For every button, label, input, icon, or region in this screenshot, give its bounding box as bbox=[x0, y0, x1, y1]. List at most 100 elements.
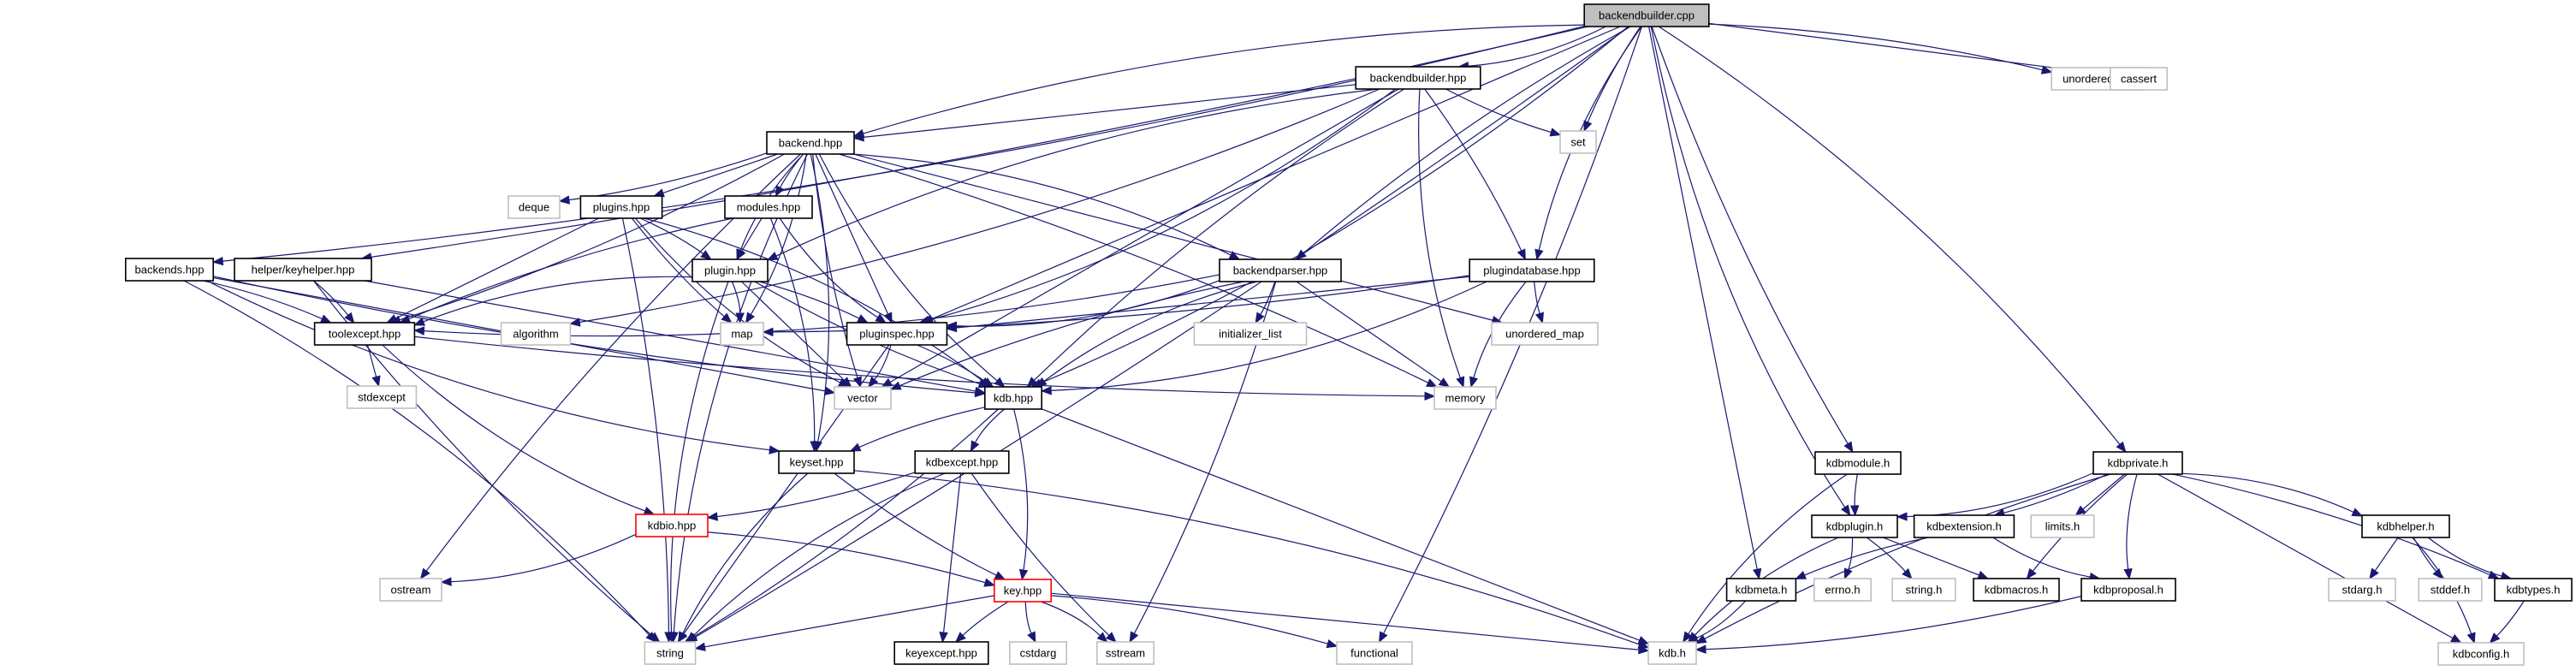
node-box bbox=[2030, 514, 2095, 538]
edge-kdbexcept_hpp-to-kdbio_hpp bbox=[706, 472, 916, 521]
edge-line bbox=[644, 217, 983, 382]
node-label: kdbproposal.h bbox=[2093, 584, 2163, 597]
edge-toolexcept_hpp-to-stdexcept bbox=[366, 344, 381, 388]
node-label: kdbio.hpp bbox=[648, 520, 696, 532]
edge-plugin_hpp-to-vector bbox=[741, 281, 852, 388]
edge-line bbox=[851, 153, 1232, 256]
edge-line bbox=[962, 601, 1009, 636]
node-kdbio-hpp[interactable]: kdbio.hpp bbox=[635, 514, 709, 537]
edge-line bbox=[853, 470, 1640, 645]
edge-line bbox=[1043, 281, 1257, 382]
node-toolexcept-hpp[interactable]: toolexcept.hpp bbox=[313, 322, 416, 346]
edge-kdbplugin_h-to-errno_h bbox=[1843, 537, 1854, 580]
edge-line bbox=[673, 153, 808, 633]
node-label: kdb.hpp bbox=[994, 392, 1033, 405]
edge-backendparser_hpp-to-vector bbox=[889, 281, 1244, 390]
node-kdbmodule-h[interactable]: kdbmodule.h bbox=[1814, 451, 1902, 475]
arrowhead-icon bbox=[1326, 639, 1338, 649]
node-map: map bbox=[720, 322, 764, 346]
edge-line bbox=[450, 533, 637, 583]
node-key-hpp[interactable]: key.hpp bbox=[994, 579, 1053, 603]
node-backendbuilder-cpp[interactable]: backendbuilder.cpp bbox=[1583, 3, 1710, 27]
node-box bbox=[766, 131, 855, 155]
edge-line bbox=[899, 281, 1244, 387]
arrowhead-icon bbox=[386, 314, 398, 324]
node-modules-hpp[interactable]: modules.hpp bbox=[724, 195, 813, 219]
node-deque: deque bbox=[507, 195, 561, 219]
edge-line bbox=[815, 153, 889, 315]
arrowhead-icon bbox=[1695, 644, 1706, 654]
edge-line bbox=[779, 217, 878, 318]
edge-line bbox=[974, 408, 1005, 443]
arrowhead-icon bbox=[319, 314, 332, 324]
node-box bbox=[720, 322, 764, 346]
arrowhead-icon bbox=[736, 248, 746, 261]
arrowhead-icon bbox=[1638, 644, 1650, 655]
edge-line bbox=[1051, 281, 1487, 391]
edge-backendbuilder_cpp-to-kdbprivate_h bbox=[1658, 26, 2127, 454]
edge-line bbox=[682, 472, 809, 634]
arrowhead-icon bbox=[419, 567, 430, 580]
edge-line bbox=[1804, 537, 1929, 576]
node-plugin-hpp[interactable]: plugin.hpp bbox=[691, 258, 769, 282]
node-box bbox=[2437, 642, 2525, 666]
node-ostream: ostream bbox=[379, 578, 442, 602]
edge-line bbox=[631, 217, 725, 318]
node-backends-hpp[interactable]: backends.hpp bbox=[125, 258, 215, 282]
edge-line bbox=[1051, 595, 1328, 644]
edge-kdbtypes_h-to-kdbconfig_h bbox=[2489, 600, 2525, 644]
node-kdbplugin-h[interactable]: kdbplugin.h bbox=[1811, 514, 1898, 538]
node-keyhelper-hpp[interactable]: helper/keyhelper.hpp bbox=[234, 258, 372, 282]
edge-plugindatabase_hpp-to-unordered_map bbox=[1534, 281, 1544, 324]
edge-line bbox=[956, 276, 1470, 329]
arrowhead-icon bbox=[889, 381, 902, 390]
node-box bbox=[500, 322, 572, 346]
node-kdbmeta-h[interactable]: kdbmeta.h bbox=[1725, 578, 1797, 602]
node-kdbmacros-h[interactable]: kdbmacros.h bbox=[1973, 578, 2060, 602]
arrowhead-icon bbox=[1096, 632, 1108, 643]
arrowhead-icon bbox=[2466, 632, 2476, 644]
node-kdbexcept-hpp[interactable]: kdbexcept.hpp bbox=[914, 450, 1010, 474]
node-kdbextension-h[interactable]: kdbextension.h bbox=[1913, 514, 2015, 538]
edge-kdbprivate_h-to-limits_h bbox=[2074, 473, 2125, 516]
node-label: string bbox=[656, 647, 684, 660]
node-keyexcept-hpp[interactable]: keyexcept.hpp bbox=[893, 641, 989, 665]
node-plugins-hpp[interactable]: plugins.hpp bbox=[579, 195, 663, 219]
node-kdb-hpp[interactable]: kdb.hpp bbox=[984, 386, 1043, 410]
node-backendparser-hpp[interactable]: backendparser.hpp bbox=[1219, 258, 1342, 282]
node-box bbox=[379, 578, 442, 602]
node-keyset-hpp[interactable]: keyset.hpp bbox=[778, 450, 855, 474]
node-kdbhelper-h[interactable]: kdbhelper.h bbox=[2361, 514, 2450, 538]
node-box bbox=[2328, 578, 2396, 602]
edge-line bbox=[1418, 88, 1461, 378]
node-cassert: cassert bbox=[2110, 67, 2169, 91]
arrowhead-icon bbox=[1424, 391, 1436, 401]
node-sstream: sstream bbox=[1096, 641, 1155, 665]
node-kdbproposal-h[interactable]: kdbproposal.h bbox=[2080, 578, 2176, 602]
node-label: backends.hpp bbox=[135, 264, 205, 276]
edge-line bbox=[874, 344, 892, 380]
node-label: map bbox=[731, 328, 752, 341]
node-label: functional bbox=[1350, 647, 1398, 660]
node-backendbuilder-hpp[interactable]: backendbuilder.hpp bbox=[1355, 66, 1481, 90]
arrowhead-icon bbox=[983, 578, 996, 587]
edge-line bbox=[1303, 26, 1631, 254]
node-pluginspec-hpp[interactable]: pluginspec.hpp bbox=[846, 322, 948, 346]
node-backend-hpp[interactable]: backend.hpp bbox=[766, 131, 855, 155]
edge-line bbox=[568, 152, 768, 201]
node-kdbtypes-h[interactable]: kdbtypes.h bbox=[2494, 578, 2573, 602]
arrowhead-icon bbox=[982, 377, 994, 388]
node-label: toolexcept.hpp bbox=[329, 328, 401, 341]
edge-line bbox=[2126, 473, 2138, 570]
edge-line bbox=[382, 344, 646, 512]
edge-line bbox=[769, 217, 816, 442]
edge-line bbox=[634, 217, 841, 383]
arrowhead-icon bbox=[1902, 567, 1913, 579]
arrowhead-icon bbox=[857, 314, 869, 324]
node-plugindatabase-hpp[interactable]: plugindatabase.hpp bbox=[1469, 258, 1595, 282]
edge-kdb_hpp-to-keyset_hpp bbox=[849, 407, 985, 452]
edge-line bbox=[818, 153, 998, 382]
edge-line bbox=[707, 531, 986, 584]
node-kdbprivate-h[interactable]: kdbprivate.h bbox=[2092, 451, 2183, 475]
